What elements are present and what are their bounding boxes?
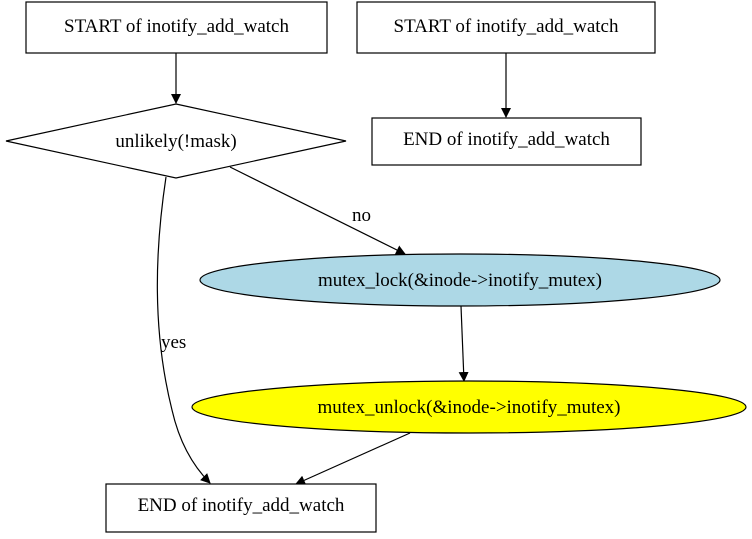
edge-decision-to-end-bottom: [156, 176, 211, 484]
edge-label-no: no: [352, 205, 371, 226]
edge-decision-to-mutex-lock: [229, 166, 406, 255]
edges: [156, 53, 511, 485]
mutex-unlock-node: mutex_unlock(&inode->inotify_mutex): [191, 380, 747, 434]
end-top-node: END of inotify_add_watch: [371, 117, 642, 166]
edge-mutex-unlock-to-end-bottom: [295, 432, 411, 485]
start-right-node: START of inotify_add_watch: [356, 1, 656, 54]
end-bottom-label: END of inotify_add_watch: [138, 495, 345, 516]
mutex-lock-node: mutex_lock(&inode->inotify_mutex): [199, 253, 721, 307]
end-top-label: END of inotify_add_watch: [403, 129, 610, 150]
end-bottom-node: END of inotify_add_watch: [105, 483, 377, 533]
start-right-label: START of inotify_add_watch: [394, 16, 619, 37]
edge-label-yes: yes: [161, 332, 186, 353]
decision-label: unlikely(!mask): [115, 131, 236, 152]
mutex-unlock-label: mutex_unlock(&inode->inotify_mutex): [317, 397, 620, 418]
start-left-node: START of inotify_add_watch: [25, 1, 328, 54]
edge-mutex-lock-to-mutex-unlock: [458, 305, 469, 382]
start-left-label: START of inotify_add_watch: [64, 16, 289, 37]
decision-node: unlikely(!mask): [5, 103, 347, 179]
mutex-lock-label: mutex_lock(&inode->inotify_mutex): [318, 270, 602, 291]
